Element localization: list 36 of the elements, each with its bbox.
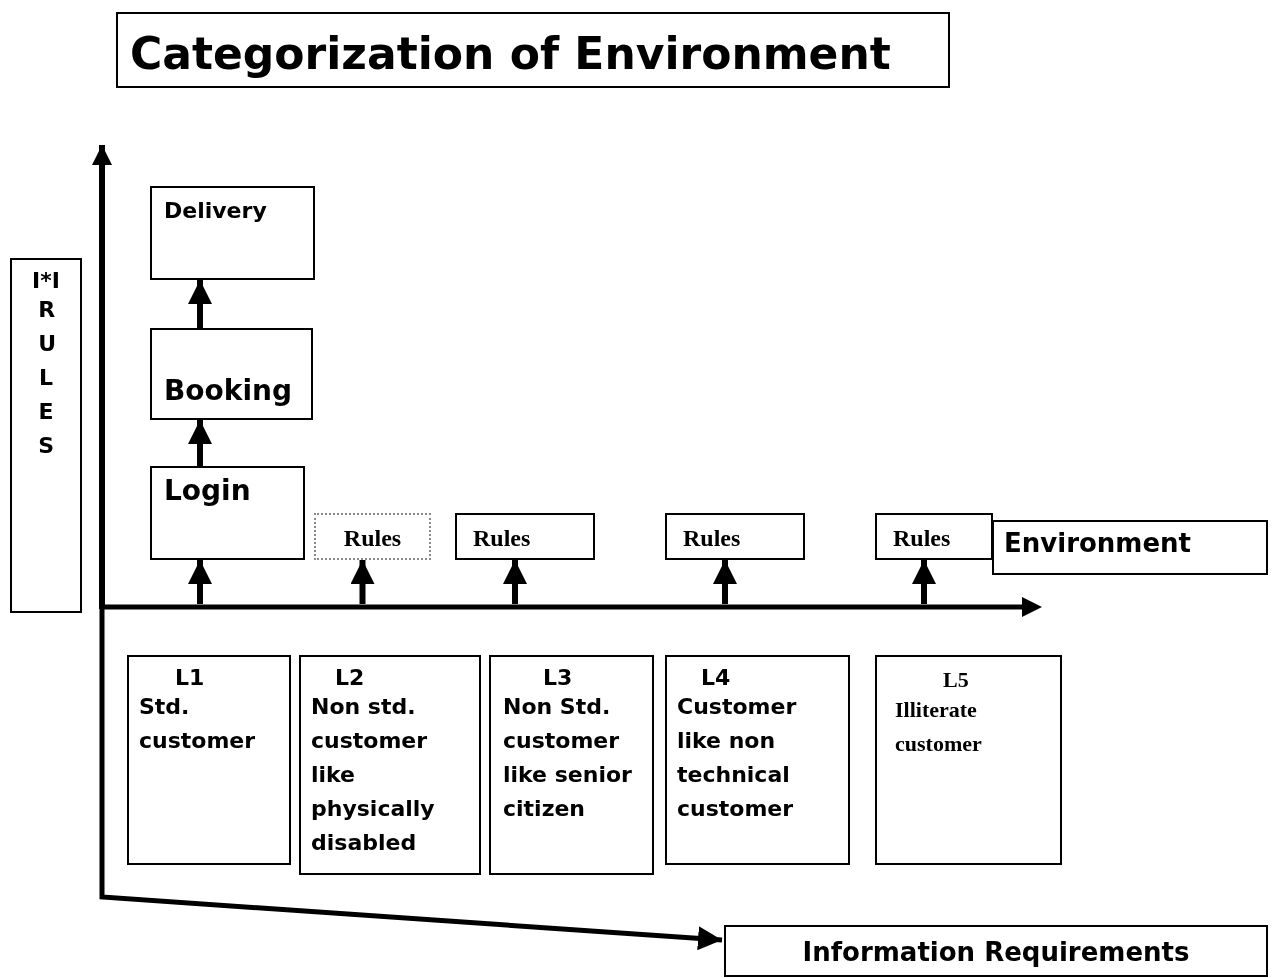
box-label: Login bbox=[164, 474, 252, 507]
box-label: Rules bbox=[473, 525, 532, 552]
vertical-axis-label: RULES bbox=[38, 296, 54, 460]
arrow bbox=[713, 560, 737, 604]
axis-label-box bbox=[724, 925, 1268, 977]
arrow bbox=[350, 560, 375, 604]
title: Categorization of Environment bbox=[116, 12, 950, 88]
rules-box bbox=[875, 513, 993, 560]
rules-box bbox=[314, 513, 431, 560]
arrow bbox=[188, 560, 212, 604]
box-label: Rules bbox=[342, 525, 403, 552]
axis-label-box bbox=[992, 520, 1268, 575]
level-box bbox=[489, 655, 654, 875]
arrow bbox=[99, 607, 723, 951]
process-box bbox=[150, 186, 315, 280]
process-box bbox=[150, 466, 305, 560]
level-box bbox=[127, 655, 291, 865]
arrow bbox=[188, 420, 212, 466]
axis-label: I*I bbox=[31, 268, 61, 293]
box-label: Booking bbox=[164, 374, 293, 407]
arrow bbox=[188, 280, 212, 328]
axis-label-box bbox=[10, 258, 82, 613]
axis-label: Information Requirements bbox=[801, 937, 1191, 967]
rules-box bbox=[455, 513, 595, 560]
axis-label: Environment bbox=[1004, 528, 1192, 558]
box-label: Delivery bbox=[164, 198, 268, 223]
rules-box bbox=[665, 513, 805, 560]
box-label: Rules bbox=[893, 525, 952, 552]
process-box bbox=[150, 328, 313, 420]
arrow bbox=[503, 560, 527, 604]
arrow bbox=[912, 560, 936, 604]
level-box bbox=[299, 655, 481, 875]
box-label: Rules bbox=[683, 525, 742, 552]
horizontal-axis bbox=[102, 597, 1042, 617]
level-box bbox=[875, 655, 1062, 865]
level-box bbox=[665, 655, 850, 865]
